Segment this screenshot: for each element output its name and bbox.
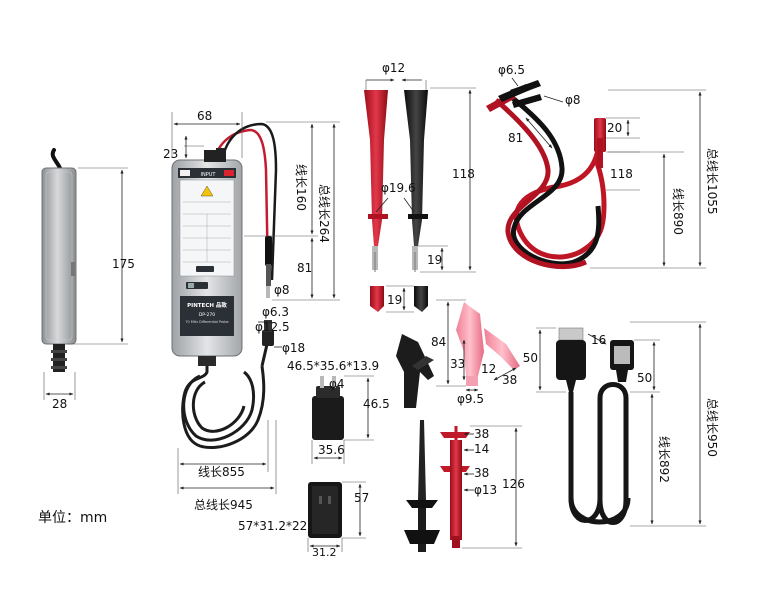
probe-input-label: INPUT [201, 172, 217, 178]
label-38-top: 38 [474, 427, 489, 441]
label-31-2: 31.2 [312, 546, 337, 559]
label-cable-855: 线长855 [198, 465, 245, 479]
label-lead-890: 线长890 [671, 188, 685, 235]
probe-model: DP-270 [199, 312, 215, 318]
dimension-clips: 84 33 12 38 φ9.5 [431, 299, 517, 406]
usb-cable [556, 327, 634, 525]
label-phi12: φ12 [382, 61, 405, 75]
label-50-b: 50 [637, 371, 652, 385]
label-81: 81 [297, 261, 312, 275]
label-68: 68 [197, 109, 212, 123]
label-23: 23 [163, 147, 178, 161]
test-leads [364, 90, 428, 312]
label-19-cap: 19 [387, 293, 402, 307]
probe-front-view: INPUT PINTECH 品致 DP-270 70 MHz Different… [171, 122, 278, 449]
label-20: 20 [607, 121, 622, 135]
label-175: 175 [112, 257, 135, 271]
label-phi18: φ18 [282, 341, 305, 355]
label-118-leads: 118 [452, 167, 475, 181]
label-126: 126 [502, 477, 525, 491]
dimension-banana-leads: φ6.5 φ8 81 20 118 线长890 总线长1055 [498, 63, 719, 269]
label-14: 14 [474, 442, 489, 456]
label-phi6-5: φ6.5 [498, 63, 525, 77]
dimension-probe-height: 175 [68, 167, 135, 345]
label-phi8-probe: φ8 [274, 283, 290, 297]
label-38-body: 38 [474, 466, 489, 480]
label-usb-950: 总线长950 [705, 398, 719, 457]
label-35-6: 35.6 [318, 443, 345, 457]
dimension-probe-front: 68 23 线长160 总线长264 81 φ8 φ6.3 φ12.5 φ18 … [163, 109, 340, 512]
dimension-test-leads: φ12 φ19.6 118 19 19 [365, 61, 476, 313]
label-50-a: 50 [523, 351, 538, 365]
label-phi8-banana: φ8 [565, 93, 581, 107]
label-84: 84 [431, 335, 446, 349]
dimension-hooks: 38 14 38 φ13 126 [462, 425, 525, 549]
label-phi19-6: φ19.6 [381, 181, 416, 195]
dimension-usb: 50 16 50 线长892 总线长950 [523, 321, 719, 527]
label-16: 16 [591, 333, 606, 347]
label-33: 33 [450, 357, 465, 371]
plug-adapter: 46.5*35.6*13.9 φ4 46.5 35.6 [287, 359, 390, 464]
label-adapter-size: 46.5*35.6*13.9 [287, 359, 379, 373]
hook-probes [404, 420, 470, 552]
unit-label: 单位：mm [38, 510, 107, 526]
usb-charger: 57 31.2 57*31.2*22 [238, 481, 369, 559]
dimension-probe-width: 28 [43, 372, 76, 411]
label-lead-160: 线长160 [294, 164, 308, 211]
label-38-clip: 38 [502, 373, 517, 387]
probe-brand: PINTECH 品致 [187, 301, 227, 309]
probe-subtitle: 70 MHz Differential Probe [185, 320, 228, 324]
label-phi4: φ4 [329, 377, 345, 391]
label-phi6-3: φ6.3 [262, 305, 289, 319]
label-57: 57 [354, 491, 369, 505]
label-cable-945: 总线长945 [194, 498, 253, 512]
label-12: 12 [481, 362, 496, 376]
probe-side-view [41, 148, 77, 372]
label-usb-892: 线长892 [657, 436, 671, 483]
label-total-264: 总线长264 [317, 184, 331, 243]
label-118-banana: 118 [610, 167, 633, 181]
label-phi9-5: φ9.5 [457, 392, 484, 406]
label-phi12-5: φ12.5 [255, 320, 290, 334]
label-phi13: φ13 [474, 483, 497, 497]
label-81-banana: 81 [508, 131, 523, 145]
label-19-tip: 19 [427, 253, 442, 267]
label-charger-size: 57*31.2*22 [238, 519, 307, 533]
label-46-5: 46.5 [363, 397, 390, 411]
alligator-clips [396, 302, 520, 408]
banana-leads [486, 80, 607, 270]
label-total-1055: 总线长1055 [705, 148, 719, 215]
label-28: 28 [52, 397, 67, 411]
